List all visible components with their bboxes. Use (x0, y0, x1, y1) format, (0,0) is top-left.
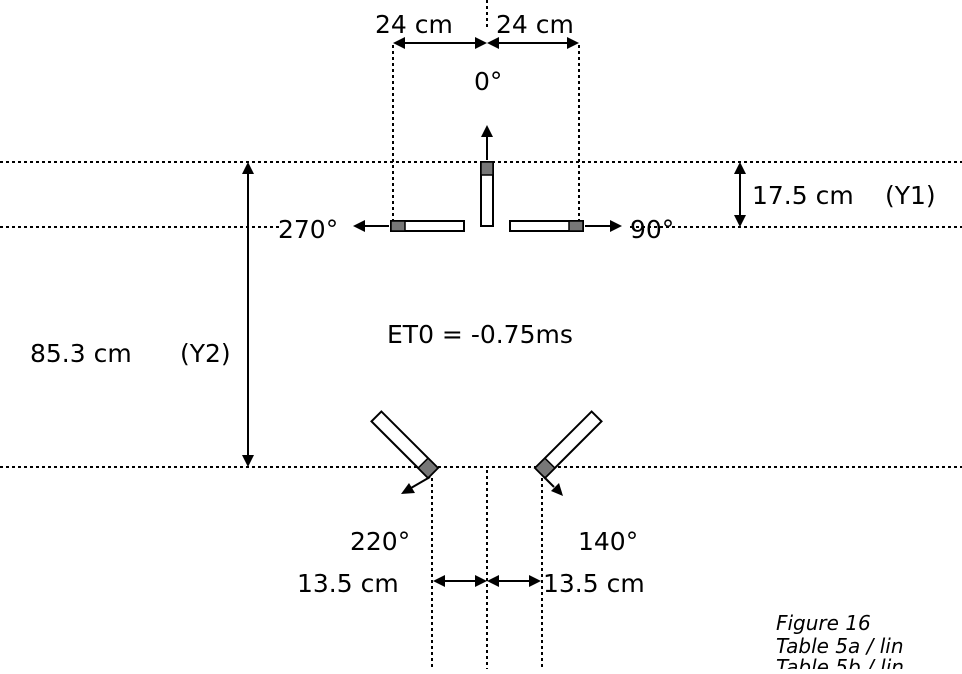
detector-220-deg (370, 410, 440, 480)
dimension-arrow-bottom-right (487, 575, 541, 587)
detector-140-deg (533, 410, 603, 480)
dimension-arrow-bottom-left (433, 575, 487, 587)
direction-arrow-220 (401, 476, 431, 494)
label-angle-220: 220° (350, 527, 410, 556)
label-y2-value: 85.3 cm (30, 339, 132, 368)
label-et0: ET0 = -0.75ms (387, 320, 573, 349)
dimension-arrow-top-left (393, 37, 487, 49)
detector-90-deg (509, 220, 622, 232)
caption-figure: Figure 16 (776, 611, 871, 635)
dimension-arrow-y1 (734, 162, 746, 227)
detector-270-deg (353, 220, 465, 232)
direction-arrow-140 (543, 476, 563, 496)
label-dim-bottom-right: 13.5 cm (543, 569, 645, 598)
label-angle-140: 140° (578, 527, 638, 556)
dimension-arrow-top-right (487, 37, 579, 49)
caption-line-2: Table 5b / lin (776, 655, 904, 669)
label-angle-270: 270° (278, 215, 338, 244)
label-y2-tag: (Y2) (180, 339, 231, 368)
label-dim-bottom-left: 13.5 cm (297, 569, 399, 598)
label-dim-top-right: 24 cm (496, 10, 574, 39)
label-dim-top-left: 24 cm (375, 10, 453, 39)
label-y1-value: 17.5 cm (752, 181, 854, 210)
dimension-arrow-y2 (242, 162, 254, 467)
caption-line-1: Table 5a / lin (776, 634, 904, 658)
label-angle-90: 90° (630, 215, 674, 244)
label-angle-0: 0° (474, 67, 502, 96)
detector-0-deg (480, 125, 494, 227)
label-y1-tag: (Y1) (885, 181, 936, 210)
